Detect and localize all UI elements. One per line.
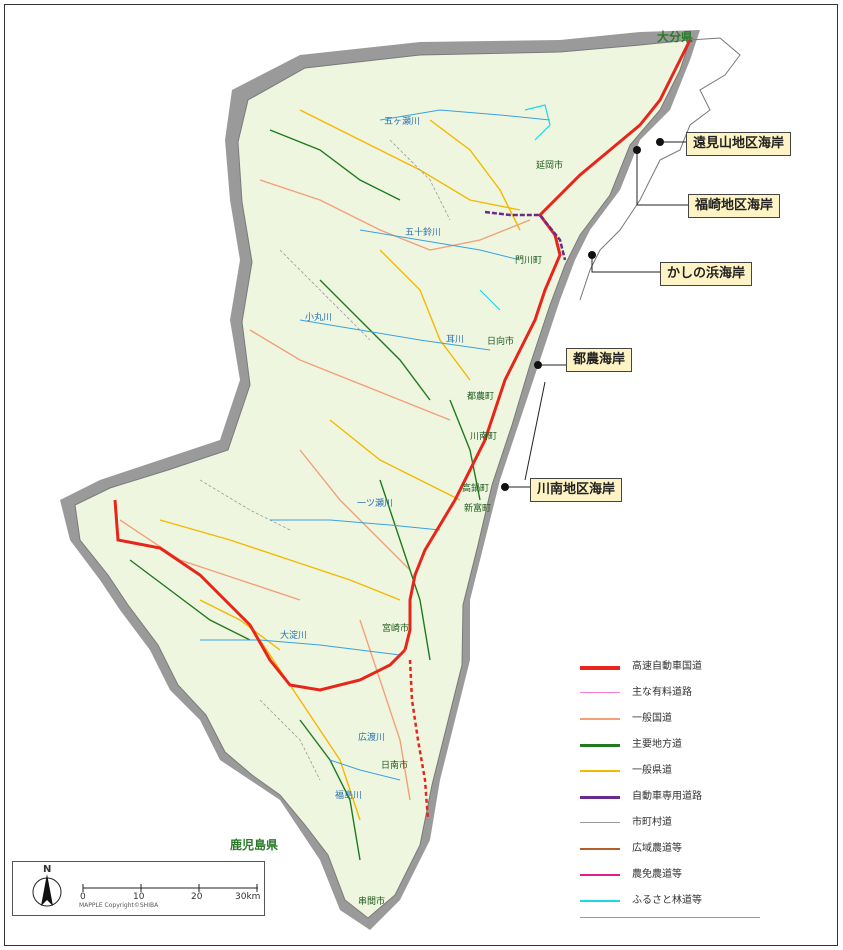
legend-row: 一般国道 — [580, 712, 760, 726]
river-label-oyodo: 大淀川 — [280, 631, 308, 641]
scale-box: N 0 10 20 30km MAPPLE Copyright©SHIBA — [12, 861, 265, 916]
legend-row: 高速自動車国道 — [580, 660, 760, 674]
expressway-south-planned — [408, 659, 430, 821]
river-label-isuzu: 五十鈴川 — [405, 228, 442, 238]
north-label: N — [43, 864, 52, 875]
legend-label: 高速自動車国道 — [632, 661, 702, 672]
callout-kawaminami-coast[interactable]: 川南地区海岸 — [530, 478, 623, 502]
callout-tsuno-coast[interactable]: 都農海岸 — [566, 348, 633, 372]
legend-swatch-toll-road — [580, 692, 620, 693]
river-label-mimi: 耳川 — [446, 335, 465, 345]
city-label-takanabe: 高鍋町 — [462, 484, 490, 494]
city-label-nichinan: 日南市 — [381, 761, 409, 771]
coast-marker-tsuno — [534, 361, 542, 369]
motorway-only-road — [484, 210, 567, 261]
major-local-roads — [129, 129, 481, 861]
city-label-kawaminami: 川南町 — [470, 432, 498, 442]
north-arrow-and-scale — [32, 874, 258, 907]
legend-swatch-motorway-only — [580, 796, 620, 799]
city-label-kadogawa: 門川町 — [515, 256, 543, 266]
legend-row: 主な有料道路 — [580, 686, 760, 700]
city-label-miyazaki: 宮崎市 — [382, 624, 410, 634]
legend-row: 一般県道 — [580, 764, 760, 778]
legend-label: ふるさと林道等 — [632, 895, 702, 906]
legend-label: 主な有料道路 — [632, 687, 692, 698]
coast-markers[interactable] — [501, 138, 664, 491]
legend-row: ふるさと林道等 — [580, 894, 760, 908]
scale-tick-0: 0 — [80, 892, 86, 902]
prefecture-land — [74, 39, 691, 919]
prefecture-label-kagoshima: 鹿児島県 — [230, 838, 279, 852]
coast-marker-tomiyama — [656, 138, 664, 146]
callout-leaders — [505, 141, 688, 488]
map-credit: MAPPLE Copyright©SHIBA — [79, 902, 159, 909]
municipal-roads — [199, 139, 451, 781]
scale-tick-30km: 30km — [235, 892, 261, 902]
legend-swatch-municipal-road — [580, 822, 620, 823]
legend-label: 農免農道等 — [632, 869, 682, 880]
legend-swatch-expressway — [580, 666, 620, 670]
expressway-inland — [113, 499, 407, 692]
national-roads — [119, 179, 531, 801]
legend-label: 一般県道 — [632, 765, 672, 776]
forest-roads — [479, 104, 551, 311]
scale-tick-10: 10 — [133, 892, 145, 902]
river-label-hitotsuse: 一ツ瀬川 — [357, 499, 394, 509]
river-label-omaru: 小丸川 — [305, 313, 333, 323]
legend-row: 広域農道等 — [580, 842, 760, 856]
coast-marker-kashinohama — [588, 251, 596, 259]
legend-label: 広域農道等 — [632, 843, 682, 854]
river-label-hirodo: 広渡川 — [358, 733, 386, 743]
legend-swatch-farm-road — [580, 874, 620, 876]
rivers — [200, 109, 551, 781]
city-label-tsuno: 都農町 — [467, 392, 495, 402]
city-label-shintomi: 新富町 — [464, 504, 492, 514]
callout-fukuzaki-coast[interactable]: 福崎地区海岸 — [688, 194, 781, 218]
legend-row: 市町村道 — [580, 816, 760, 830]
river-label-gokase: 五ヶ瀬川 — [384, 117, 421, 127]
city-label-nobeoka: 延岡市 — [536, 161, 564, 171]
city-label-hyuga: 日向市 — [487, 337, 515, 347]
legend-swatch-prefectural-road — [580, 770, 620, 772]
callout-tomiyama-coast[interactable]: 遠見山地区海岸 — [686, 132, 792, 156]
coastline-northeast — [579, 37, 741, 301]
legend-divider — [580, 917, 760, 918]
legend-swatch-major-road — [580, 744, 620, 747]
city-label-kushima: 串間市 — [358, 897, 386, 907]
legend-row: 主要地方道 — [580, 738, 760, 752]
callout-kashinohama-coast[interactable]: かしの浜海岸 — [660, 262, 753, 286]
legend-row: 農免農道等 — [580, 868, 760, 882]
legend-swatch-wide-area-farm-road — [580, 848, 620, 850]
legend-swatch-national-road — [580, 718, 620, 720]
coast-marker-kawaminami — [501, 483, 509, 491]
river-label-fukushima: 福島川 — [335, 791, 363, 801]
expressway-coastal — [403, 39, 692, 651]
legend-label: 市町村道 — [632, 817, 672, 828]
coast-marker-fukuzaki — [633, 146, 641, 154]
legend-swatch-forest-road — [580, 900, 620, 902]
legend-label: 自動車専用道路 — [632, 791, 702, 802]
legend-row: 自動車専用道路 — [580, 790, 760, 804]
legend-label: 主要地方道 — [632, 739, 682, 750]
prefecture-label-oita: 大分県 — [657, 30, 694, 44]
legend-label: 一般国道 — [632, 713, 672, 724]
scale-tick-20: 20 — [191, 892, 203, 902]
